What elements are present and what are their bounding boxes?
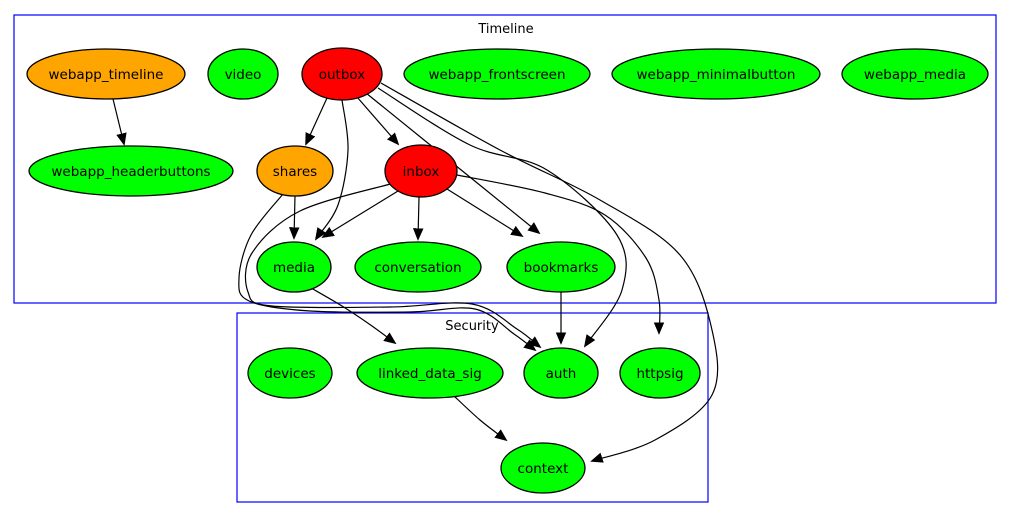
node-label-inbox: inbox xyxy=(403,164,440,180)
node-label-video: video xyxy=(225,67,262,83)
nodes-layer: webapp_timeline video outbox webapp_frontsc… xyxy=(26,47,989,494)
node-video: video xyxy=(207,48,279,100)
edge-media-to-linked_data_sig xyxy=(310,287,397,345)
node-context: context xyxy=(500,442,586,494)
edge-shares-to-media xyxy=(288,195,300,240)
node-linked_data_sig: linked_data_sig xyxy=(356,347,504,399)
node-ellipse-devices xyxy=(247,347,333,399)
node-media: media xyxy=(256,241,332,293)
node-devices: devices xyxy=(247,347,333,399)
node-label-webapp_media: webapp_media xyxy=(864,67,966,83)
edge-shares-to-auth xyxy=(238,193,537,352)
edges-layer xyxy=(112,82,719,463)
edge-linked_data_sig-to-context xyxy=(452,394,508,442)
node-label-webapp_headerbuttons: webapp_headerbuttons xyxy=(51,164,210,180)
node-label-shares: shares xyxy=(273,164,317,180)
node-ellipse-webapp_headerbuttons xyxy=(28,145,234,197)
node-auth: auth xyxy=(523,347,599,399)
node-ellipse-webapp_frontscreen xyxy=(403,48,591,100)
edge-outbox-to-media xyxy=(314,99,349,241)
node-webapp_frontscreen: webapp_frontscreen xyxy=(403,48,591,100)
node-inbox: inbox xyxy=(384,144,458,198)
node-webapp_media: webapp_media xyxy=(841,48,989,100)
node-label-auth: auth xyxy=(546,366,577,382)
edge-inbox-to-httpsig xyxy=(456,174,665,335)
node-label-webapp_timeline: webapp_timeline xyxy=(49,67,164,83)
node-label-context: context xyxy=(518,461,569,477)
cluster-label-security: Security xyxy=(445,319,499,334)
cluster-timeline xyxy=(13,14,997,304)
node-ellipse-webapp_timeline xyxy=(26,48,186,100)
node-ellipse-outbox xyxy=(301,47,383,101)
edge-outbox-to-context xyxy=(380,82,719,463)
edge-inbox-to-media xyxy=(321,190,399,238)
node-ellipse-auth xyxy=(523,347,599,399)
edge-inbox-to-bookmarks xyxy=(446,188,524,238)
node-httpsig: httpsig xyxy=(619,347,701,399)
node-ellipse-video xyxy=(207,48,279,100)
node-label-bookmarks: bookmarks xyxy=(524,260,599,276)
node-ellipse-shares xyxy=(256,145,334,197)
node-outbox: outbox xyxy=(301,47,383,101)
node-conversation: conversation xyxy=(354,241,482,293)
node-webapp_timeline: webapp_timeline xyxy=(26,48,186,100)
node-ellipse-conversation xyxy=(354,241,482,293)
node-webapp_minimalbutton: webapp_minimalbutton xyxy=(611,48,821,100)
node-label-webapp_minimalbutton: webapp_minimalbutton xyxy=(637,67,796,83)
node-bookmarks: bookmarks xyxy=(506,241,616,293)
node-label-webapp_frontscreen: webapp_frontscreen xyxy=(428,67,565,83)
node-label-media: media xyxy=(273,260,315,276)
node-webapp_headerbuttons: webapp_headerbuttons xyxy=(28,145,234,197)
node-ellipse-webapp_minimalbutton xyxy=(611,48,821,100)
node-label-outbox: outbox xyxy=(319,67,366,83)
cluster-label-timeline: Timeline xyxy=(477,22,533,37)
node-ellipse-inbox xyxy=(384,144,458,198)
cluster-security xyxy=(236,312,709,503)
node-ellipse-httpsig xyxy=(619,347,701,399)
node-ellipse-context xyxy=(500,442,586,494)
edge-outbox-to-inbox xyxy=(356,96,400,146)
node-ellipse-linked_data_sig xyxy=(356,347,504,399)
node-ellipse-webapp_media xyxy=(841,48,989,100)
node-label-linked_data_sig: linked_data_sig xyxy=(378,366,482,382)
edge-inbox-to-conversation xyxy=(412,196,424,241)
node-label-conversation: conversation xyxy=(374,260,461,276)
node-label-httpsig: httpsig xyxy=(636,366,683,382)
edge-inbox-to-auth xyxy=(244,182,542,349)
node-label-devices: devices xyxy=(264,366,315,382)
node-ellipse-media xyxy=(256,241,332,293)
edge-outbox-to-shares xyxy=(305,97,328,146)
node-shares: shares xyxy=(256,145,334,197)
edge-webapp_timeline-to-webapp_headerbuttons xyxy=(112,98,127,146)
edge-outbox-to-auth xyxy=(377,87,627,348)
node-ellipse-bookmarks xyxy=(506,241,616,293)
